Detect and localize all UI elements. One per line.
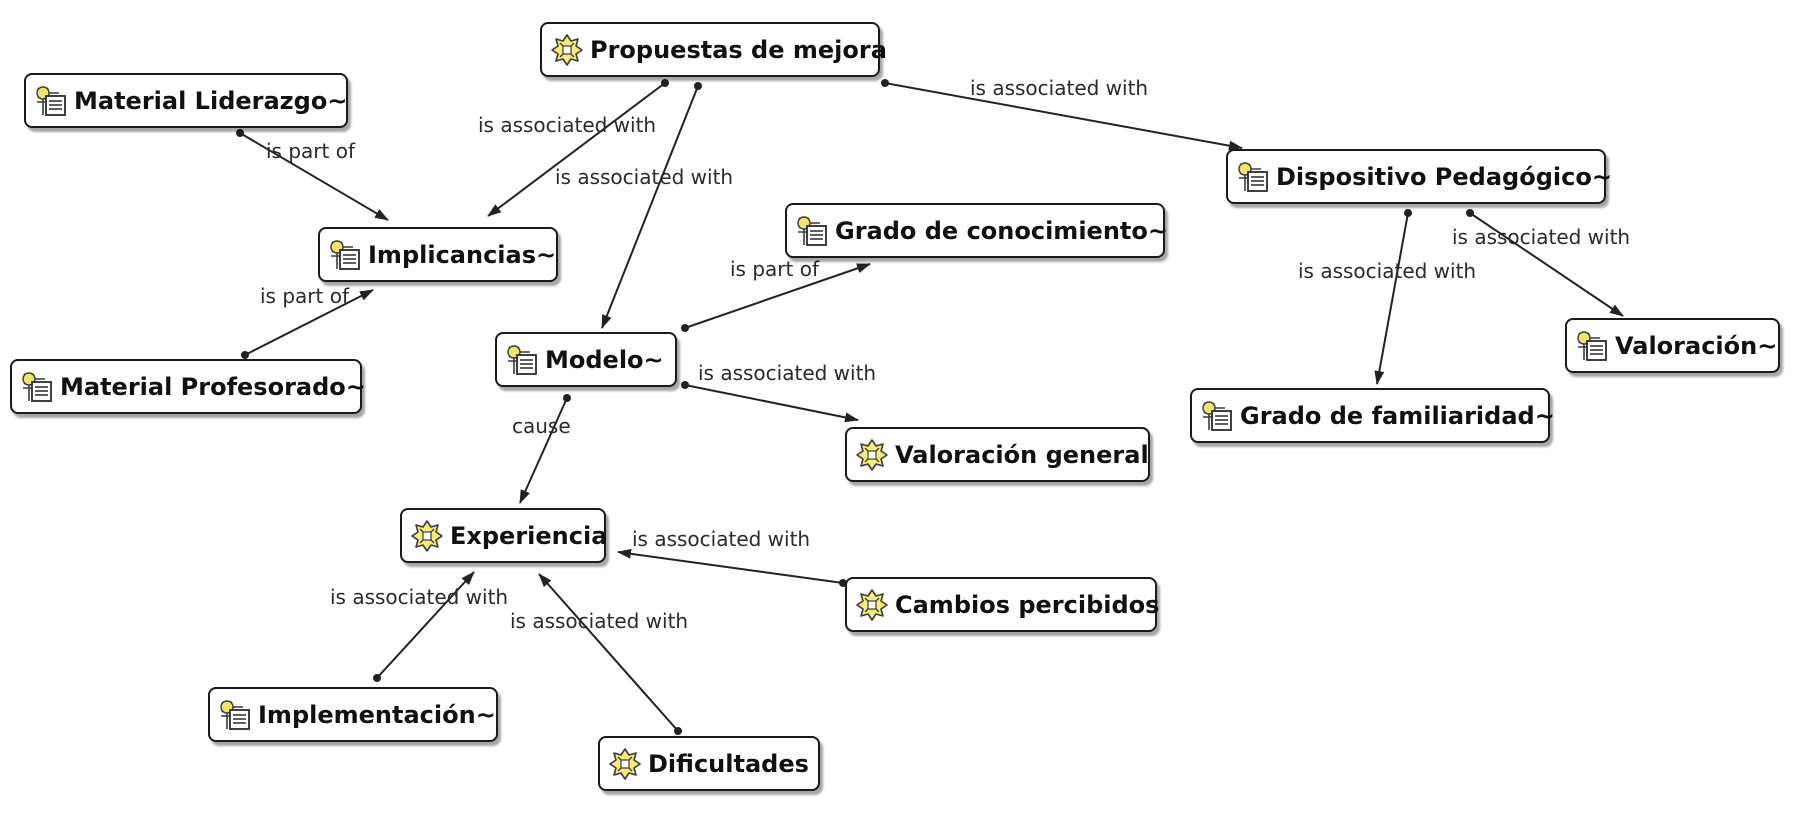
node-label: Material Profesorado~ <box>60 372 366 401</box>
edge-propuestas-to-dispositivo[interactable] <box>884 82 1243 151</box>
quotation-icon <box>410 519 444 553</box>
edge-label: is associated with <box>970 76 1148 100</box>
edge-start-dot <box>661 79 669 87</box>
node-label: Material Liderazgo~ <box>74 86 348 115</box>
edge-dispositivo-to-valoracion[interactable] <box>1469 212 1624 317</box>
node-label: Grado de conocimiento~ <box>835 216 1168 245</box>
edge-material-profesorado-to-implicancias[interactable] <box>244 289 374 356</box>
node-label: Grado de familiaridad~ <box>1240 401 1555 430</box>
code-memo-icon <box>218 698 252 732</box>
edge-start-dot <box>674 727 682 735</box>
node-propuestas[interactable]: Propuestas de mejora <box>540 22 887 77</box>
node-valoracion-general[interactable]: Valoración general <box>845 427 1150 482</box>
node-grado-conocimiento[interactable]: Grado de conocimiento~ <box>785 203 1168 258</box>
edge-label: is associated with <box>330 585 508 609</box>
quotation-icon <box>855 588 889 622</box>
edge-start-dot <box>241 351 249 359</box>
node-valoracion[interactable]: Valoración~ <box>1565 318 1780 373</box>
edge-start-dot <box>1466 209 1474 217</box>
edge-label: is part of <box>260 284 350 308</box>
edge-start-dot <box>373 674 381 682</box>
code-memo-icon <box>1200 399 1234 433</box>
edge-propuestas-to-implicancias[interactable] <box>487 82 666 217</box>
edge-modelo-to-grado-conocimiento[interactable] <box>684 263 871 329</box>
code-memo-icon <box>795 214 829 248</box>
node-grado-familiaridad[interactable]: Grado de familiaridad~ <box>1190 388 1555 443</box>
edge-start-dot <box>881 79 889 87</box>
code-memo-icon <box>328 238 362 272</box>
node-label: Valoración~ <box>1615 331 1778 360</box>
code-memo-icon <box>1575 329 1609 363</box>
node-label: Cambios percibidos <box>895 590 1160 619</box>
node-dispositivo[interactable]: Dispositivo Pedagógico~ <box>1226 149 1612 204</box>
edge-label: is associated with <box>1452 225 1630 249</box>
edge-label: is part of <box>730 257 820 281</box>
code-memo-icon <box>34 84 68 118</box>
edge-label: is associated with <box>510 609 688 633</box>
node-label: Modelo~ <box>545 345 664 374</box>
edge-label: is associated with <box>478 113 656 137</box>
edge-label: is associated with <box>698 361 876 385</box>
quotation-icon <box>855 438 889 472</box>
edge-dificultades-to-experiencia[interactable] <box>538 573 679 732</box>
edge-label: is associated with <box>632 527 810 551</box>
edge-start-dot <box>681 324 689 332</box>
node-modelo[interactable]: Modelo~ <box>495 332 677 387</box>
edge-label: is part of <box>266 139 356 163</box>
edge-start-dot <box>236 129 244 137</box>
edge-modelo-to-valoracion-general[interactable] <box>684 384 859 423</box>
node-cambios[interactable]: Cambios percibidos <box>845 577 1160 632</box>
edge-start-dot <box>681 381 689 389</box>
quotation-icon <box>550 33 584 67</box>
node-label: Experiencia <box>450 521 608 550</box>
edge-label: cause <box>512 414 571 438</box>
edge-cambios-to-experiencia[interactable] <box>617 548 844 584</box>
quotation-icon <box>608 747 642 781</box>
edge-material-liderazgo-to-implicancias[interactable] <box>239 132 389 221</box>
edge-label: is associated with <box>1298 259 1476 283</box>
node-label: Valoración general <box>895 440 1149 469</box>
node-implementacion[interactable]: Implementación~ <box>208 687 498 742</box>
code-memo-icon <box>20 370 54 404</box>
node-label: Propuestas de mejora <box>590 35 887 64</box>
edge-dispositivo-to-grado-familiaridad[interactable] <box>1374 212 1409 385</box>
edge-implementacion-to-experiencia[interactable] <box>376 571 475 679</box>
node-label: Implicancias~ <box>368 240 557 269</box>
edge-modelo-to-experiencia[interactable] <box>519 397 568 504</box>
node-experiencia[interactable]: Experiencia <box>400 508 608 563</box>
node-implicancias[interactable]: Implicancias~ <box>318 227 558 282</box>
node-material-liderazgo[interactable]: Material Liderazgo~ <box>24 73 348 128</box>
node-dificultades[interactable]: Dificultades <box>598 736 820 791</box>
edge-start-dot <box>1404 209 1412 217</box>
edge-propuestas-to-modelo[interactable] <box>601 85 699 329</box>
edge-label: is associated with <box>555 165 733 189</box>
edge-start-dot <box>563 394 571 402</box>
node-label: Dificultades <box>648 749 809 778</box>
node-label: Implementación~ <box>258 700 496 729</box>
code-memo-icon <box>1236 160 1270 194</box>
code-memo-icon <box>505 343 539 377</box>
node-label: Dispositivo Pedagógico~ <box>1276 162 1612 191</box>
node-material-profesorado[interactable]: Material Profesorado~ <box>10 359 366 414</box>
edge-start-dot <box>694 82 702 90</box>
